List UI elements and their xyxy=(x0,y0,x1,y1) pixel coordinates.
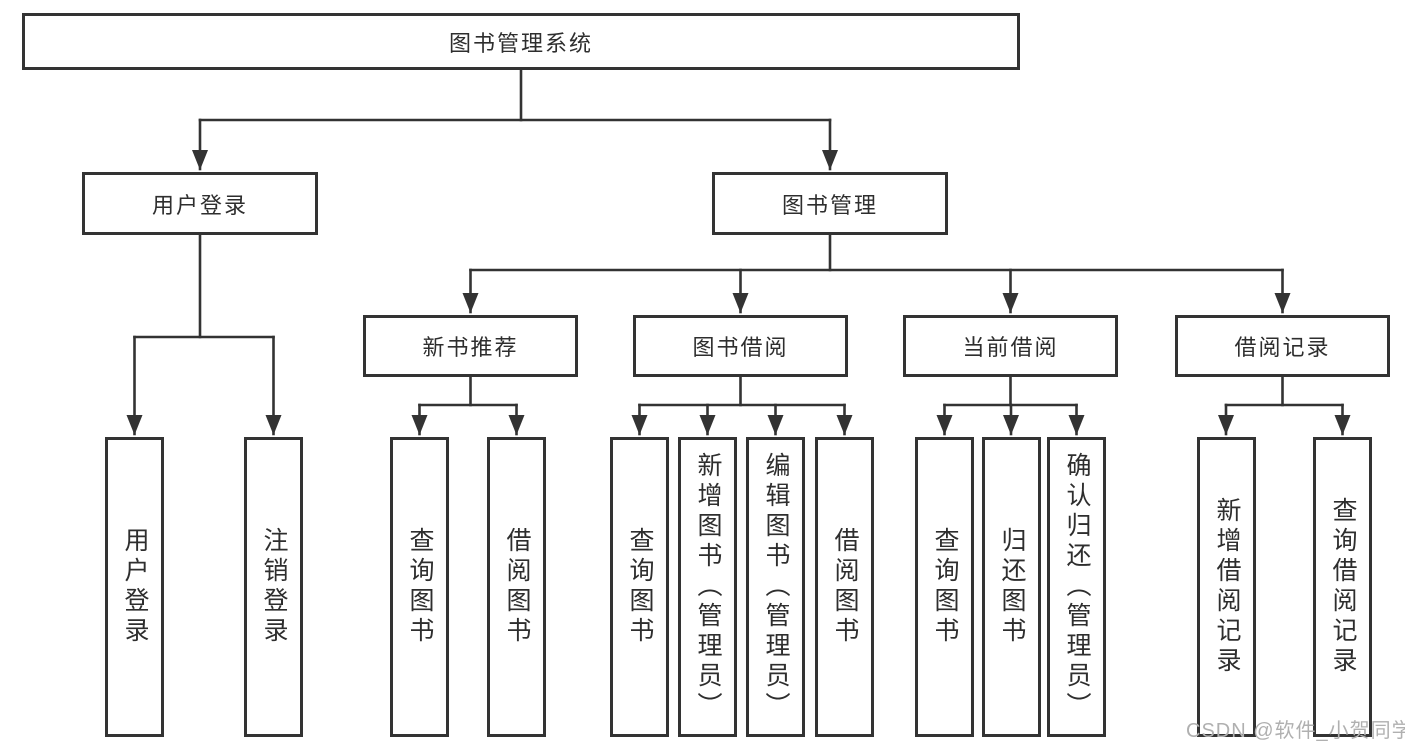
leaf-label: 借阅图书 xyxy=(503,527,531,647)
node-label: 当前借阅 xyxy=(962,335,1059,360)
leaf-label: 归还图书 xyxy=(998,527,1026,647)
leaf-confirm-return-admin: 确认归还（管理员） xyxy=(1047,437,1106,737)
leaf-query-books-borrow: 查询图书 xyxy=(610,437,669,737)
leaf-edit-book-admin: 编辑图书（管理员） xyxy=(746,437,805,737)
leaf-return-book: 归还图书 xyxy=(982,437,1041,737)
leaf-user-login: 用户登录 xyxy=(105,437,164,737)
csdn-watermark: CSDN @软件_小贺同学 xyxy=(1186,720,1405,742)
leaf-add-book-admin: 新增图书（管理员） xyxy=(678,437,737,737)
node-label: 借阅记录 xyxy=(1234,335,1331,360)
leaf-label: 注销登录 xyxy=(260,527,288,647)
leaf-label: 用户登录 xyxy=(121,527,149,647)
node-label: 图书管理系统 xyxy=(448,30,593,56)
node-current-borrow: 当前借阅 xyxy=(903,315,1118,377)
node-label: 图书借阅 xyxy=(692,335,789,360)
leaf-label: 借阅图书 xyxy=(831,527,859,647)
node-label: 图书管理 xyxy=(781,192,878,218)
leaf-label: 查询图书 xyxy=(626,527,654,647)
node-book-management: 图书管理 xyxy=(712,172,948,235)
leaf-query-books-recommend: 查询图书 xyxy=(390,437,449,737)
leaf-borrow-books-recommend: 借阅图书 xyxy=(487,437,546,737)
leaf-label: 查询图书 xyxy=(406,527,434,647)
leaf-logout-login: 注销登录 xyxy=(244,437,303,737)
node-book-borrow: 图书借阅 xyxy=(633,315,848,377)
leaf-borrow-books: 借阅图书 xyxy=(815,437,874,737)
leaf-label: 新增图书（管理员） xyxy=(694,452,722,722)
leaf-label: 查询图书 xyxy=(931,527,959,647)
leaf-query-books-current: 查询图书 xyxy=(915,437,974,737)
leaf-label: 编辑图书（管理员） xyxy=(762,452,790,722)
leaf-label: 确认归还（管理员） xyxy=(1063,452,1091,722)
node-new-book-recommend: 新书推荐 xyxy=(363,315,578,377)
leaf-label: 新增借阅记录 xyxy=(1213,497,1241,677)
node-label: 用户登录 xyxy=(151,192,248,218)
node-label: 新书推荐 xyxy=(422,335,519,360)
leaf-label: 查询借阅记录 xyxy=(1329,497,1357,677)
node-library-management-system: 图书管理系统 xyxy=(22,13,1020,70)
leaf-add-borrow-record: 新增借阅记录 xyxy=(1197,437,1256,737)
node-user-login: 用户登录 xyxy=(82,172,318,235)
node-borrow-records: 借阅记录 xyxy=(1175,315,1390,377)
leaf-query-borrow-record: 查询借阅记录 xyxy=(1313,437,1372,737)
